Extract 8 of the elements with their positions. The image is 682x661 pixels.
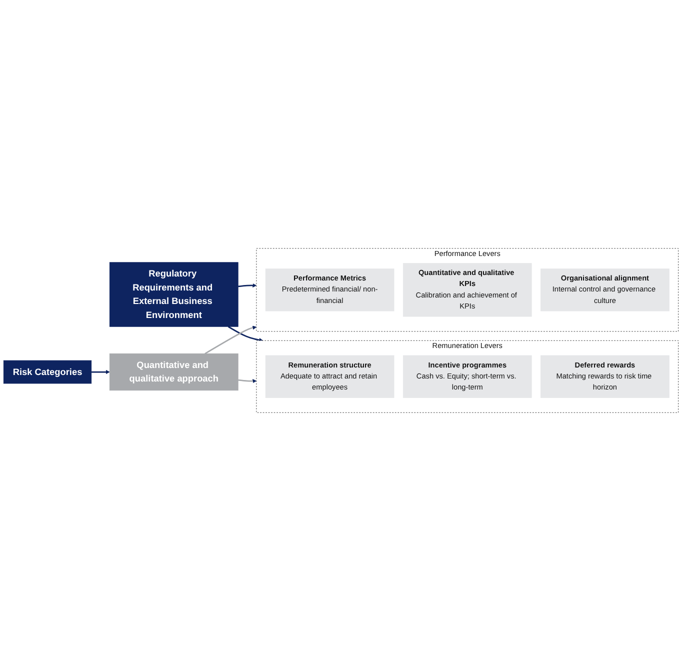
arrow — [204, 326, 257, 354]
arrow — [238, 379, 257, 384]
arrow — [238, 283, 257, 288]
node-box: Regulatory Requirements and External Business Environment — [109, 262, 238, 327]
arrow — [91, 370, 110, 374]
arrow — [228, 326, 264, 342]
node-box: Quantitative and qualitative approach — [109, 353, 238, 391]
node-box: Risk Categories — [3, 360, 92, 384]
